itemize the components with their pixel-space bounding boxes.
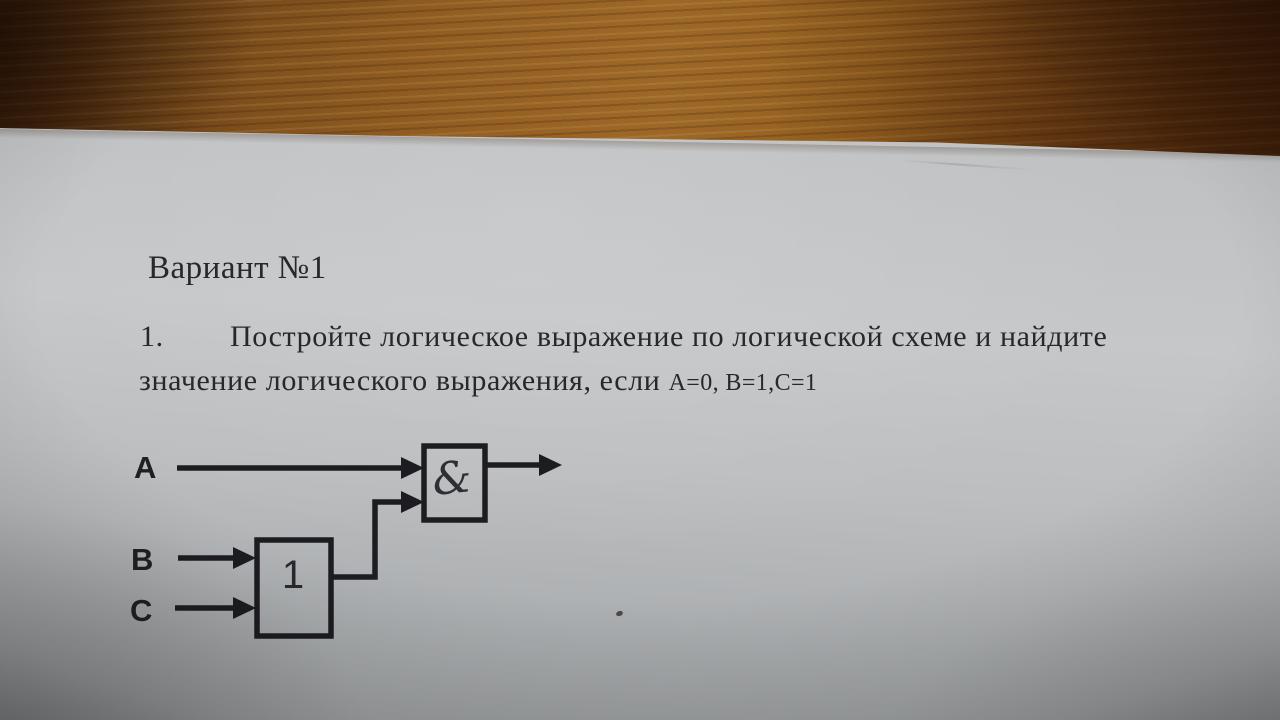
and-gate-label: & [430,451,474,506]
task-text-line1: Постройте логическое выражение по логиче… [230,320,1108,353]
and-gate-box [421,443,488,523]
arrowhead-input-b [233,547,256,569]
arrowhead-output [539,454,562,476]
or-gate-box [254,537,334,639]
input-label-a: A [134,450,156,485]
arrowhead-input-c [233,597,256,619]
task-line-2: значение логического выражения, если А=0… [139,364,817,398]
logic-circuit-diagram: A & 1 B C [130,443,562,639]
or-gate-label: 1 [282,553,304,597]
task-number: 1. [140,320,164,353]
desk-wood-background [0,0,1280,156]
variant-title: Вариант №1 [148,250,327,286]
input-label-c: C [130,593,152,628]
arrowhead-input-a [401,457,424,479]
task-conditions: А=0, В=1,С=1 [668,370,818,396]
input-label-b: B [131,542,153,577]
task-line-1: 1. Постройте логическое выражение по логи… [140,320,1107,354]
wire-or-to-and [331,499,402,580]
task-text-line2: значение логического выражения, если [139,364,661,397]
arrowhead-or-to-and [401,491,424,513]
